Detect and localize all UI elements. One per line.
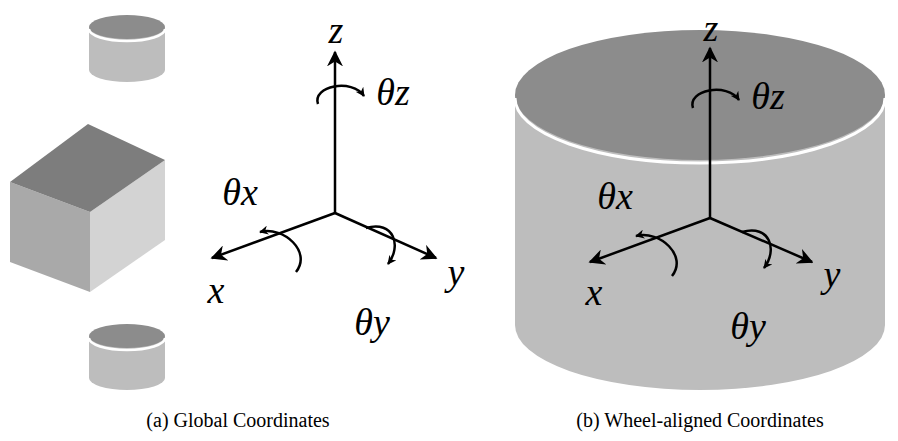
angle-label: θz (751, 77, 784, 115)
caption-label: (a) Global Coordinates (146, 410, 329, 430)
angle-label: θy (354, 303, 390, 341)
small-cylinder (89, 324, 165, 390)
wheel-cylinder (515, 30, 885, 390)
axis-label: x (586, 273, 603, 311)
angle-label: θx (597, 177, 633, 215)
axis-label: z (329, 11, 344, 49)
axis-label: y (448, 253, 465, 291)
angle-label: θz (376, 73, 409, 111)
axes (590, 48, 812, 276)
small-cylinder (89, 15, 165, 82)
box (10, 124, 165, 292)
angle-label: θx (222, 173, 258, 211)
axes (212, 52, 436, 272)
caption-label: (b) Wheel-aligned Coordinates (576, 410, 823, 430)
axis-label: y (824, 255, 841, 293)
axis-label: z (704, 9, 719, 47)
angle-label: θy (730, 307, 766, 345)
axis-label: x (208, 271, 225, 309)
